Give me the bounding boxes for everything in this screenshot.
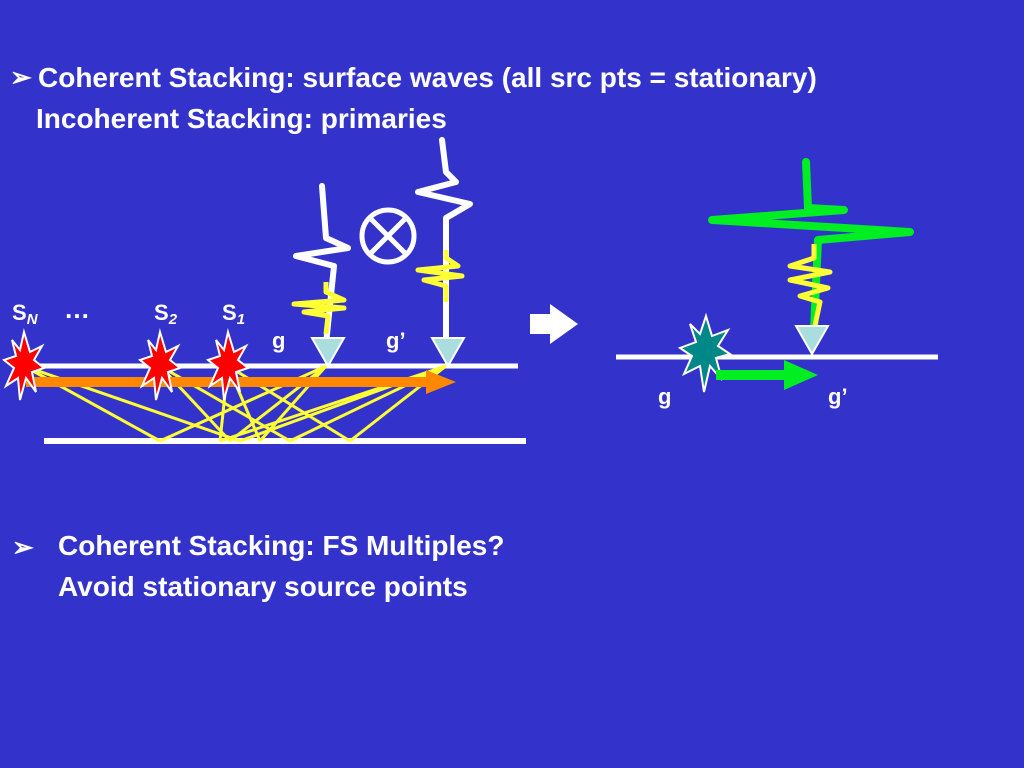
receiver-label-g-prime: g’: [386, 328, 406, 353]
left-diagram: SN … S2 S1 g g’: [1, 137, 526, 444]
bullet1-line2: Incoherent Stacking: primaries: [36, 103, 447, 134]
right-diagram: g g’: [616, 158, 938, 409]
trace-g: [293, 183, 351, 347]
source-label-s2: S2: [154, 300, 178, 328]
source-label-sn: SN: [12, 300, 39, 328]
source-label-s1: S1: [222, 300, 245, 328]
trace-g-prime: [415, 137, 473, 345]
bullet-arrow-icon: ➢: [12, 532, 34, 562]
arrow-right-icon: [530, 304, 578, 344]
bullet2-line2: Avoid stationary source points: [58, 571, 468, 602]
explosion-star-icon: [137, 328, 183, 401]
receiver-label-g: g: [658, 384, 671, 409]
receiver-label-g: g: [272, 328, 285, 353]
receiver-triangle-icon: [310, 337, 346, 369]
trace-g-prime-wiggle: [415, 250, 465, 302]
source-label-base: S: [154, 300, 169, 325]
explosion-star-icon: [1, 328, 47, 401]
bullet2-line1: Coherent Stacking: FS Multiples?: [58, 530, 505, 561]
source-label-sub: N: [27, 311, 39, 328]
source-label-base: S: [12, 300, 27, 325]
stacked-trace: [708, 158, 914, 334]
stacked-trace-wiggle: [787, 244, 833, 331]
trace-g-wiggle: [291, 282, 347, 335]
cross-correlation-icon: [359, 207, 417, 265]
source-label-sub: 1: [237, 311, 245, 328]
source-label-base: S: [222, 300, 237, 325]
bullet1-line1: Coherent Stacking: surface waves (all sr…: [38, 62, 817, 93]
explosion-star-icon: [677, 312, 733, 393]
receiver-triangle-icon: [430, 337, 466, 369]
surface-wave-arrow: [716, 360, 818, 390]
explosion-star-icon: [205, 328, 251, 401]
receiver-label-g-prime: g’: [828, 384, 848, 409]
source-label-sub: 2: [168, 311, 178, 328]
receiver-triangle-icon: [794, 325, 830, 357]
bullet-arrow-icon: ➢: [10, 62, 32, 92]
ellipsis-label: …: [64, 294, 90, 324]
